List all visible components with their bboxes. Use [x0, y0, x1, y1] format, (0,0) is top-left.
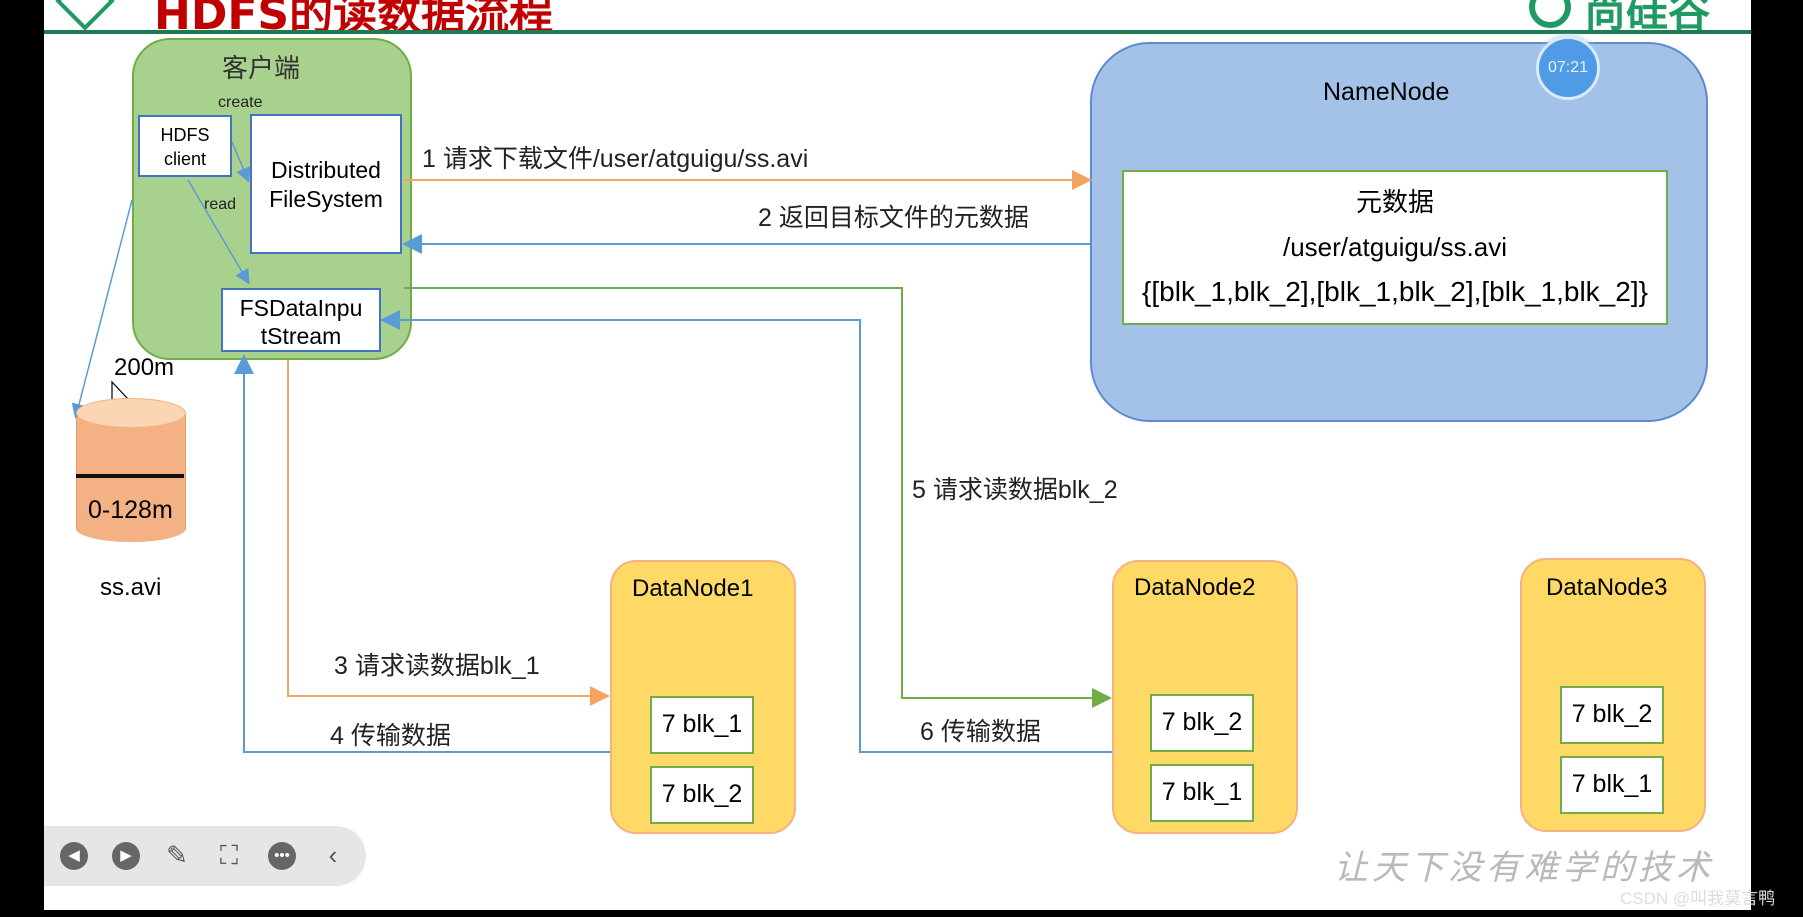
datanode2-block-2: 7 blk_1: [1150, 764, 1254, 822]
datanode3-block-1: 7 blk_2: [1560, 686, 1664, 744]
collapse-icon[interactable]: ‹: [328, 840, 338, 870]
brand-logo-text: 尚硅谷: [1584, 0, 1711, 35]
step3-label: 3 请求读数据blk_1: [334, 652, 540, 680]
metadata-blocks: {[blk_1,blk_2],[blk_1,blk_2],[blk_1,blk_…: [1142, 276, 1648, 307]
step5-arrow: [404, 287, 1112, 708]
title-divider: [44, 30, 1751, 34]
presentation-toolbar: [44, 826, 366, 886]
prev-icon[interactable]: ◀: [60, 842, 88, 870]
client-to-file-arrow: [71, 199, 133, 419]
step4-label: 4 传输数据: [330, 722, 451, 750]
metadata-path: /user/atguigu/ss.avi: [1282, 232, 1507, 262]
datanode2-title: DataNode2: [1134, 574, 1256, 601]
read-arrow: [187, 179, 250, 285]
file-range-label: 0-128m: [88, 496, 173, 524]
client-title: 客户端: [222, 53, 301, 83]
screenshot-icon[interactable]: ⛶: [219, 840, 239, 870]
file-cylinder-top: [76, 398, 186, 428]
datanode1-block-2: 7 blk_2: [650, 766, 754, 824]
pen-icon[interactable]: ✎: [166, 840, 188, 870]
arrows-layer: [71, 141, 1112, 753]
step4-arrow: [234, 354, 610, 753]
step3-arrow: [287, 360, 610, 706]
file-size-label: 200m: [114, 354, 175, 381]
metadata-box: 元数据 /user/atguigu/ss.avi {[blk_1,blk_2],…: [1122, 170, 1668, 325]
distributed-filesystem-box: Distributed FileSystem: [250, 114, 402, 254]
step1-label: 1 请求下载文件/user/atguigu/ss.avi: [422, 145, 809, 173]
fsdatainputstream-box: FSDataInpu tStream: [221, 288, 381, 352]
create-label: create: [218, 94, 263, 111]
slogan: 让天下没有难学的技术: [1334, 848, 1714, 888]
step6-arrow: [380, 310, 1112, 753]
metadata-title: 元数据: [1355, 187, 1434, 217]
datanode2-block-1: 7 blk_2: [1150, 694, 1254, 752]
datanode1-block-1: 7 blk_1: [650, 696, 754, 754]
file-name-label: ss.avi: [100, 574, 162, 601]
namenode-title: NameNode: [1323, 78, 1450, 106]
step5-label: 5 请求读数据blk_2: [912, 476, 1118, 504]
step2-label: 2 返回目标文件的元数据: [758, 204, 1029, 232]
hdfs-client-box: HDFS client: [138, 115, 232, 177]
more-icon[interactable]: •••: [268, 842, 296, 870]
datanode3-title: DataNode3: [1546, 574, 1668, 601]
file-cylinder-split: [76, 474, 184, 478]
datanode3-block-2: 7 blk_1: [1560, 756, 1664, 814]
slide: HDFS的读数据流程 尚硅谷 客户端 create read HDFS clie…: [44, 0, 1751, 910]
step6-label: 6 传输数据: [920, 718, 1041, 746]
brand-logo-icon: [1529, 0, 1571, 28]
recording-timer[interactable]: 07:21: [1536, 36, 1600, 100]
csdn-watermark: CSDN @叫我莫言鸭: [1620, 889, 1776, 908]
datanode1-title: DataNode1: [632, 575, 754, 602]
read-label: read: [204, 196, 237, 213]
play-icon[interactable]: ▶: [112, 842, 140, 870]
create-arrow: [231, 141, 251, 183]
